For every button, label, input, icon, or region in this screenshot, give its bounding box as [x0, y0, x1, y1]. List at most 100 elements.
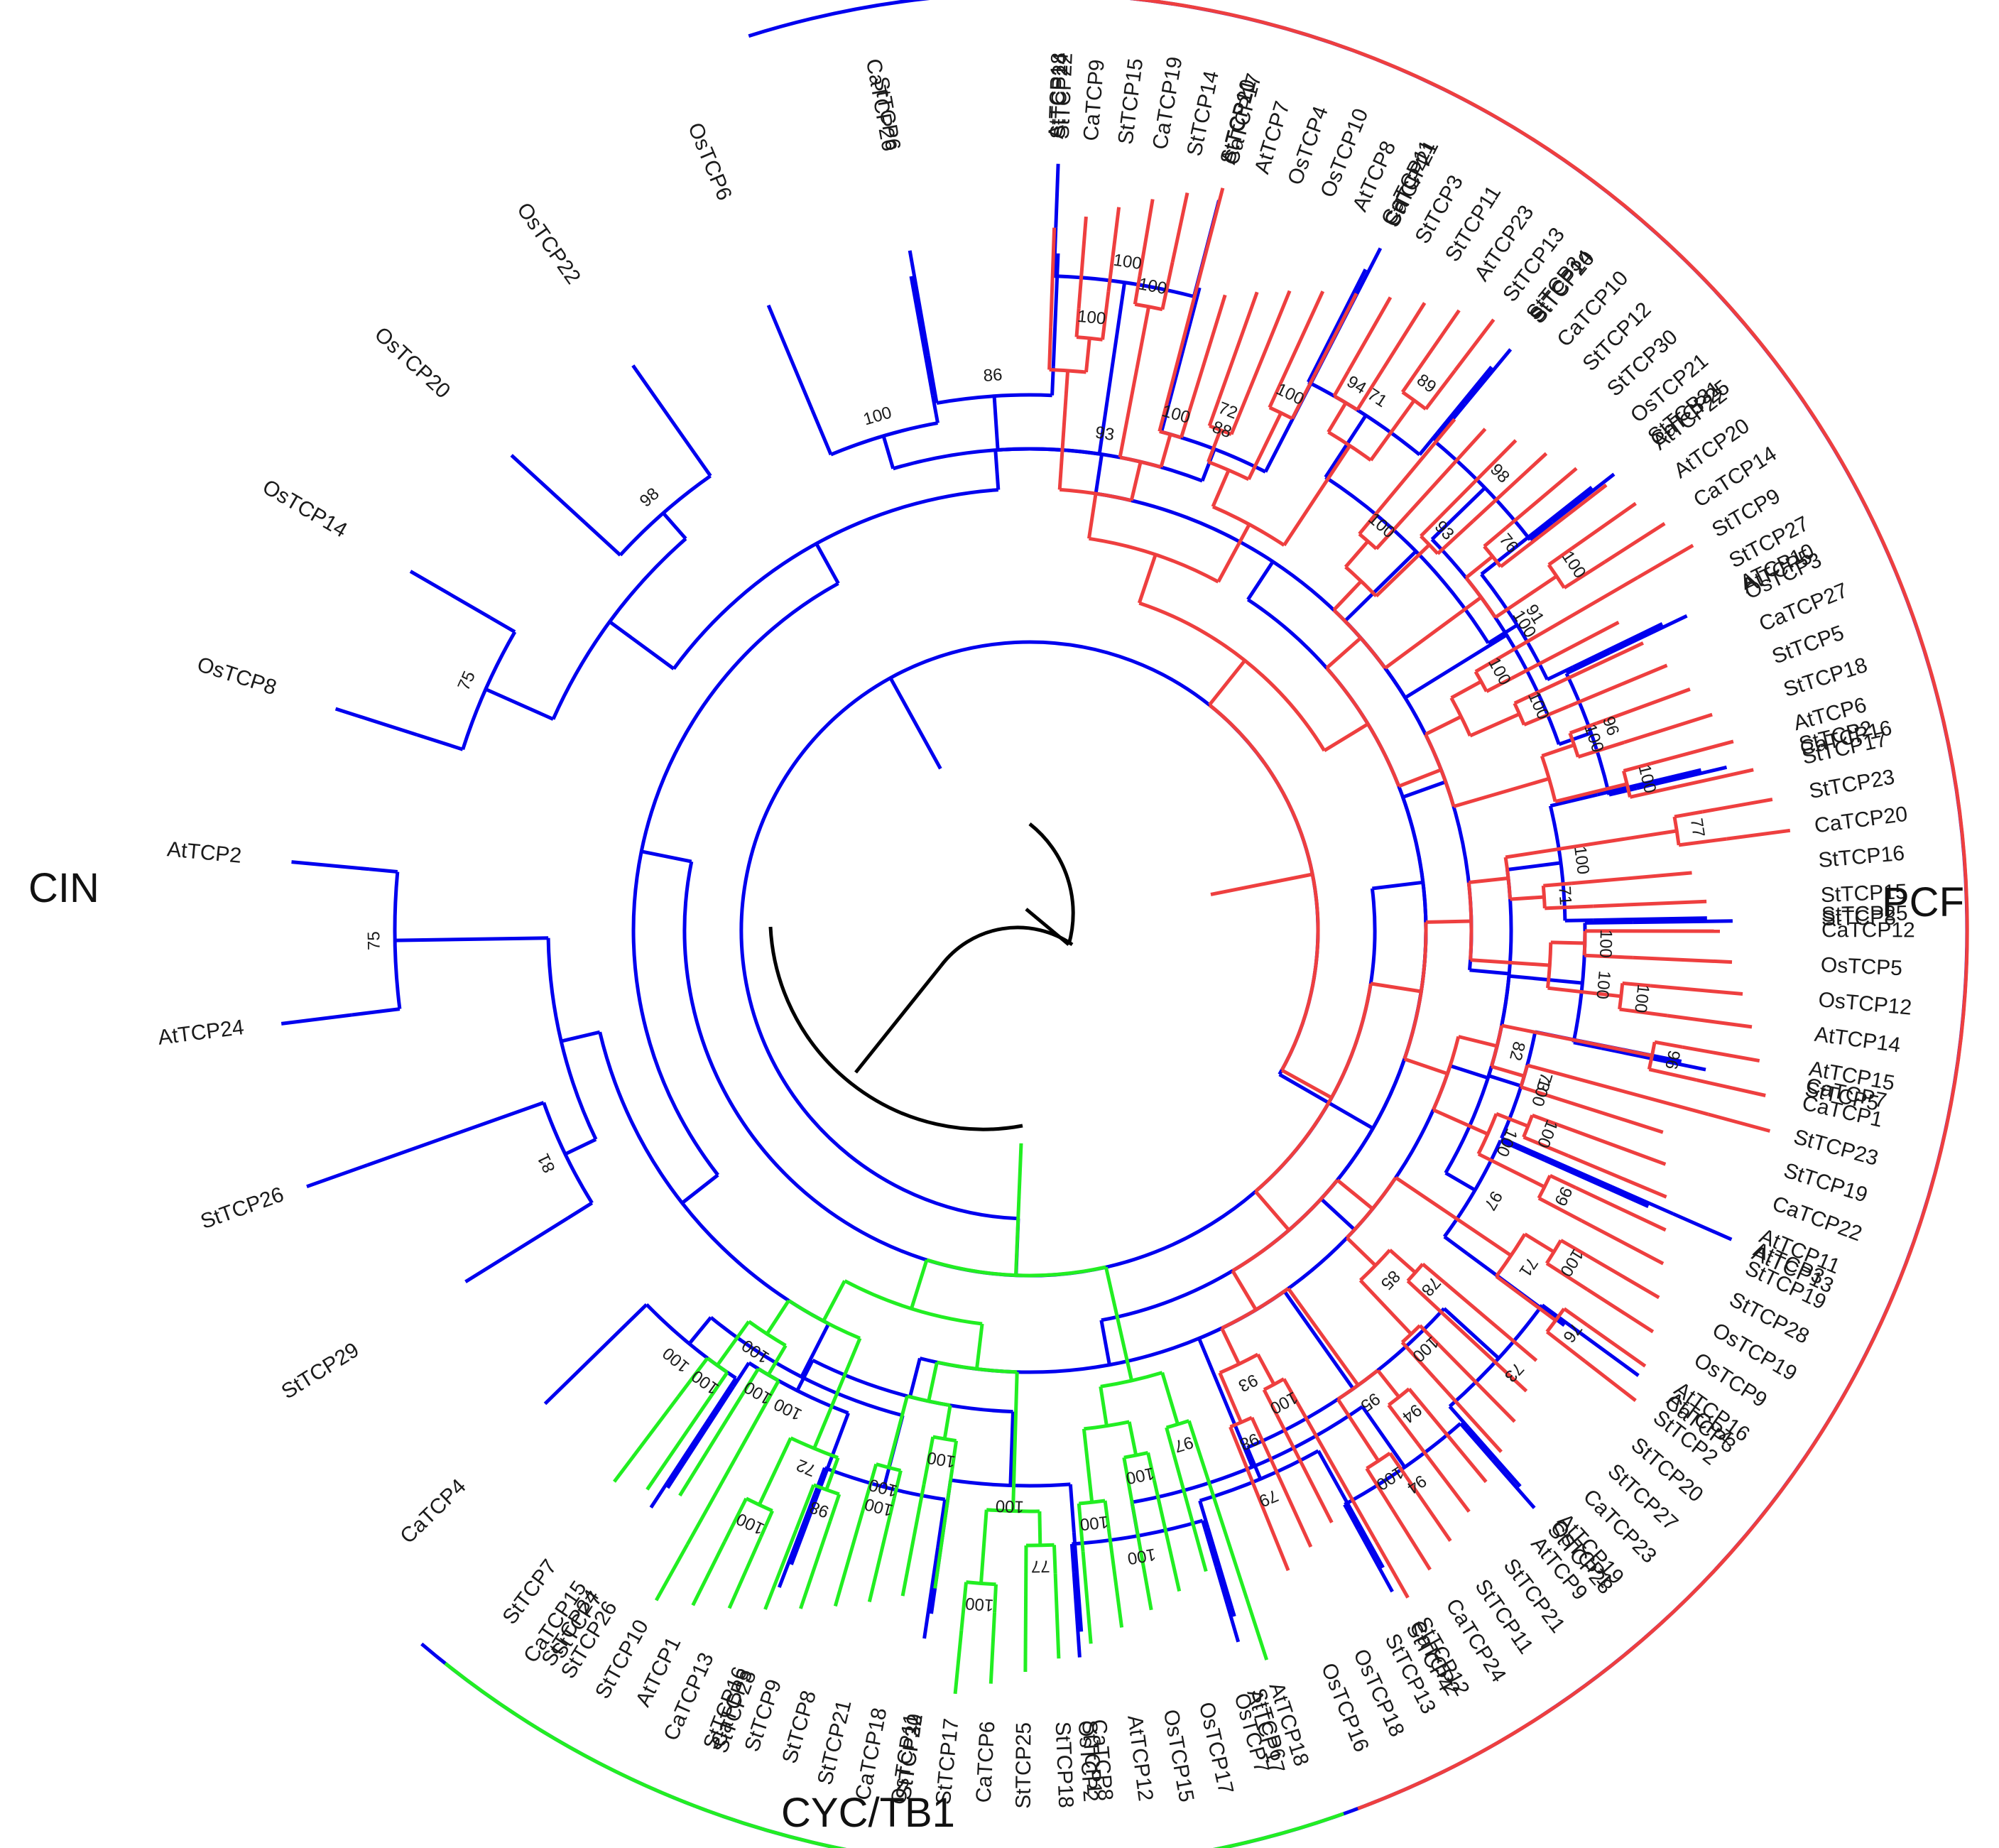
leaf-label: StTCP18 [1051, 1721, 1078, 1808]
clade-arc-cyc [444, 1662, 1345, 1848]
leaf-label: OsTCP8 [195, 653, 280, 700]
bootstrap-value: 100 [771, 1394, 805, 1424]
node-arc [619, 474, 712, 557]
leaf-branch [867, 1497, 896, 1602]
internal-branch [1388, 1249, 1417, 1274]
leaf-branch [1077, 216, 1088, 309]
leaf-label: StTCP23 [1807, 765, 1897, 803]
internal-branch [1491, 1065, 1525, 1078]
leaf-branch [1707, 1112, 1771, 1133]
internal-branch [812, 1467, 827, 1496]
leaf-branch [1204, 187, 1225, 251]
leaf-branch [510, 454, 587, 524]
internal-branch [1358, 511, 1379, 536]
internal-branch [1486, 676, 1513, 693]
internal-branch [1458, 1035, 1498, 1048]
internal-branch [1375, 543, 1431, 598]
leaf-branch [1453, 318, 1496, 372]
internal-branch [609, 620, 675, 670]
internal-branch [1231, 1270, 1258, 1311]
leaf-branch [1593, 916, 1707, 923]
internal-branch [1323, 722, 1369, 753]
internal-branch [1127, 1421, 1138, 1456]
internal-branch [1097, 282, 1127, 455]
root-arc-upper [1028, 822, 1075, 945]
internal-branch [1404, 633, 1508, 700]
node-arc [1325, 666, 1401, 788]
internal-branch [416, 733, 464, 751]
bootstrap-value: 100 [1570, 845, 1593, 876]
internal-branch [959, 1582, 968, 1631]
internal-branch [1569, 722, 1598, 735]
internal-branch [1082, 1428, 1094, 1503]
internal-branch [1211, 469, 1231, 508]
internal-branch [352, 1007, 401, 1017]
leaf-label: AtTCP14 [1813, 1023, 1902, 1058]
leaf-branch [1425, 1409, 1488, 1484]
tree-branches [280, 163, 1791, 1695]
internal-branch [993, 1584, 998, 1613]
leaf-branch [1106, 207, 1121, 293]
bootstrap-value: 100 [1079, 1512, 1109, 1534]
leaf-branch [1280, 290, 1325, 383]
internal-branch [1546, 665, 1574, 682]
clade-label-pcf: PCF [1882, 879, 1964, 925]
node-arc [1344, 1422, 1462, 1506]
leaf-label: AtTCP24 [157, 1016, 246, 1050]
leaf-branch [900, 1484, 926, 1597]
internal-branch [1505, 829, 1677, 859]
bootstrap-value: 100 [1077, 307, 1107, 329]
internal-branch [1388, 1452, 1408, 1478]
internal-branch [936, 1499, 947, 1548]
leaf-branch [1405, 1475, 1452, 1543]
root-arc-mid [939, 925, 1074, 967]
leaf-branch [1438, 1344, 1516, 1423]
internal-branch [1057, 370, 1070, 490]
clade-stem [1014, 1143, 1023, 1276]
internal-branch [1549, 1173, 1576, 1190]
bootstrap-value: 100 [1630, 984, 1652, 1014]
internal-branch [1523, 705, 1569, 727]
internal-branch [1547, 547, 1574, 567]
node-arc [926, 1258, 1106, 1278]
leaf-branch [1701, 798, 1773, 814]
leaf-branch [1217, 291, 1259, 400]
leaf-label: OsTCP17 [1194, 1700, 1238, 1797]
internal-branch [1282, 1378, 1378, 1543]
leaf-branch [1275, 1414, 1334, 1523]
node-arc [1537, 1175, 1552, 1200]
internal-branch [910, 1259, 929, 1310]
internal-branch [926, 355, 939, 403]
leaf-branch [631, 364, 696, 454]
leaf-branch [1726, 828, 1791, 841]
leaf-label: OsTCP22 [512, 198, 585, 288]
internal-branch [1103, 1500, 1111, 1530]
internal-branch [1101, 291, 1111, 340]
leaf-branch [1376, 418, 1456, 513]
leaf-branch [409, 570, 491, 619]
node-arc [1123, 1450, 1149, 1460]
node-arc [1336, 1369, 1379, 1401]
internal-branch [1448, 1405, 1470, 1429]
node-arc [1432, 1036, 1461, 1111]
internal-branch [812, 1337, 862, 1450]
internal-branch [1501, 1023, 1652, 1058]
bootstrap-value: 73 [1500, 1359, 1527, 1386]
leaf-branch [1682, 1045, 1760, 1063]
leaf-branch [654, 1543, 690, 1602]
leaf-label: StTCP26 [197, 1183, 287, 1234]
leaf-branch [766, 304, 815, 411]
internal-branch [1573, 1040, 1602, 1050]
internal-branch [1198, 1500, 1210, 1529]
clade-stem [1210, 872, 1313, 896]
internal-branch [1129, 461, 1143, 501]
leaf-branch [1245, 1598, 1269, 1661]
internal-branch [1654, 1040, 1683, 1049]
node-arc [1647, 1041, 1657, 1070]
internal-branch [1619, 1007, 1668, 1018]
leaf-branch [1632, 955, 1733, 964]
leaf-branch [988, 1612, 996, 1684]
internal-branch [1629, 785, 1678, 799]
internal-branch [1563, 1307, 1589, 1327]
node-arc [1401, 391, 1427, 411]
